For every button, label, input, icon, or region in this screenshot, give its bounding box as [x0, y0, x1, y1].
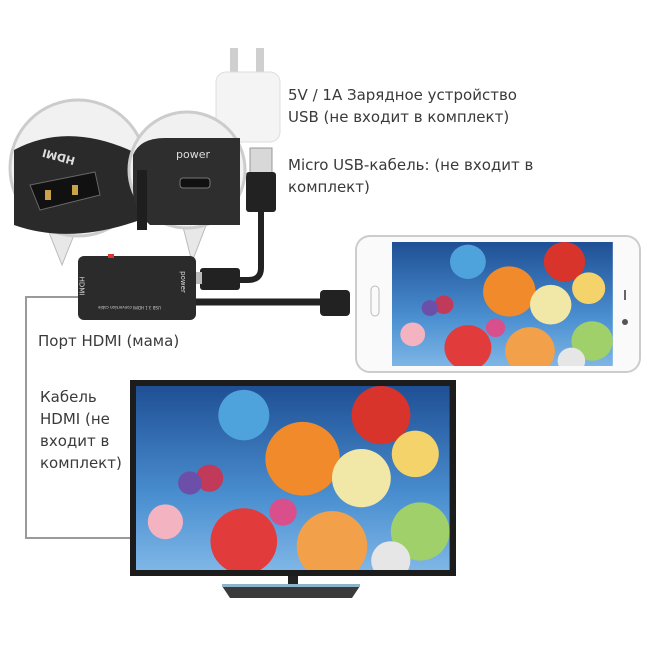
hdmi-port-closeup	[8, 98, 148, 267]
adapter-power-marking: power	[178, 271, 187, 293]
power-marking: power	[176, 148, 210, 161]
micro-usb-cable-label: Micro USB-кабель: (не входит в комплект)	[288, 156, 534, 196]
leader-lines	[25, 296, 130, 539]
hdmi-port-label: Порт HDMI (мама)	[38, 332, 180, 350]
adapter-hdmi-marking: HDMI	[77, 276, 86, 296]
hdmi-cable-label: Кабель HDMI (не входит в комплект)	[40, 388, 122, 472]
smartphone	[355, 235, 641, 373]
television	[130, 380, 456, 598]
charger-label: 5V / 1A Зарядное устройство USB (не вход…	[288, 86, 517, 126]
power-port-closeup	[127, 110, 247, 264]
usb-charger	[215, 48, 281, 143]
adapter-caption: USB 3.1 HDMI conversion cable	[98, 305, 161, 310]
hdmi-adapter	[78, 254, 350, 320]
